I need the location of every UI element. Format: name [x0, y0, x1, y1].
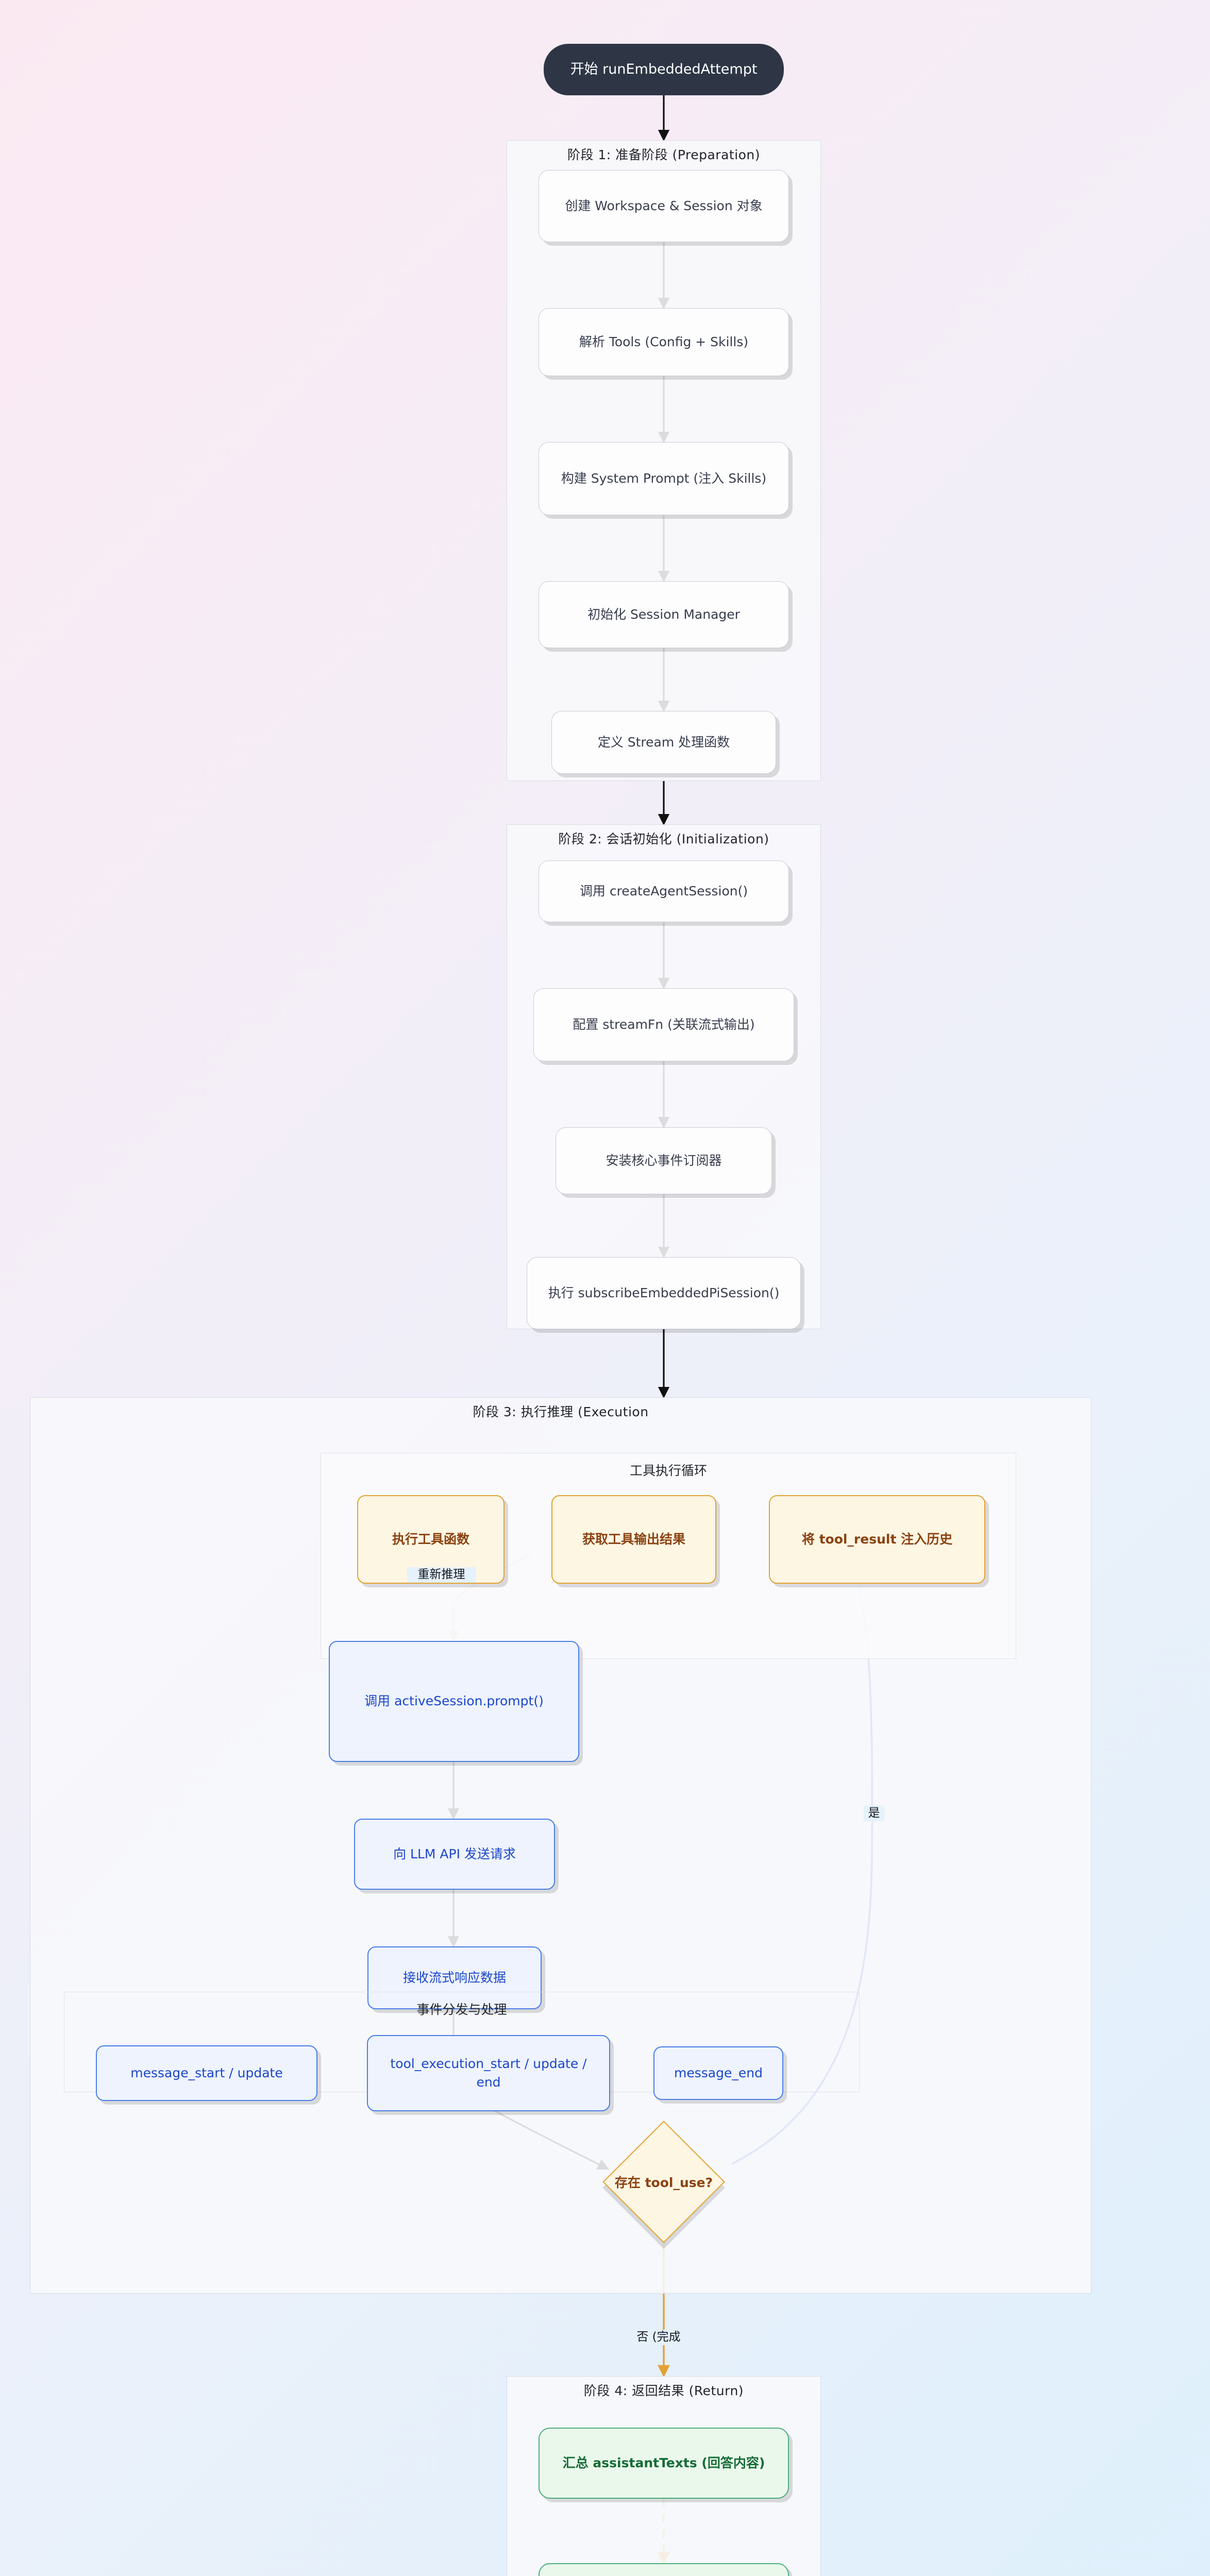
edge-label-no: 否 (完成: [632, 2330, 685, 2345]
node-label: 安装核心事件订阅器: [606, 1153, 722, 1168]
phase-4-node-2[interactable]: 整理 toolMetas (工具调用详情): [539, 2563, 789, 2576]
phase-3-node-llm-request[interactable]: 向 LLM API 发送请求: [354, 1819, 555, 1890]
tool-loop-node-3[interactable]: 将 tool_result 注入历史: [769, 1495, 985, 1584]
phase-1-node-3[interactable]: 构建 System Prompt (注入 Skills): [539, 442, 789, 515]
phase-1-title: 阶段 1: 准备阶段 (Preparation): [567, 147, 761, 162]
phase-3-node-prompt[interactable]: 调用 activeSession.prompt(): [329, 1641, 579, 1762]
node-label: 执行 subscribeEmbeddedPiSession(): [548, 1285, 780, 1300]
node-label: 调用 activeSession.prompt(): [364, 1693, 544, 1709]
phase-2-node-2[interactable]: 配置 streamFn (关联流式输出): [533, 988, 794, 1061]
node-label: 调用 createAgentSession(): [579, 883, 748, 899]
event-dispatch-title: 事件分发与处理: [416, 2002, 507, 2017]
phase-4-title: 阶段 4: 返回结果 (Return): [583, 2383, 744, 2398]
node-label: 创建 Workspace & Session 对象: [565, 198, 763, 213]
decision-tool-use-label: 存在 tool_use?: [614, 2175, 713, 2190]
phase-1-node-2[interactable]: 解析 Tools (Config + Skills): [539, 308, 789, 376]
event-node-tool-execution[interactable]: tool_execution_start / update / end: [367, 2035, 610, 2111]
node-label: 汇总 assistantTexts (回答内容): [562, 2455, 765, 2470]
start-node-label: 开始 runEmbeddedAttempt: [570, 61, 758, 78]
edge-label-yes: 是: [864, 1806, 884, 1821]
phase-4-node-1[interactable]: 汇总 assistantTexts (回答内容): [539, 2428, 789, 2499]
node-label: 执行工具函数: [392, 1531, 469, 1547]
tool-loop-title: 工具执行循环: [629, 1463, 707, 1478]
node-label: 解析 Tools (Config + Skills): [579, 334, 749, 349]
node-label: 配置 streamFn (关联流式输出): [573, 1016, 755, 1032]
node-label: 接收流式响应数据: [402, 1970, 506, 1985]
node-label: message_end: [674, 2065, 763, 2080]
phase-2-node-4[interactable]: 执行 subscribeEmbeddedPiSession(): [527, 1257, 801, 1329]
node-label: 向 LLM API 发送请求: [393, 1846, 516, 1861]
phase-2-node-1[interactable]: 调用 createAgentSession(): [539, 860, 789, 922]
node-label: 定义 Stream 处理函数: [597, 734, 730, 750]
tool-loop-node-2[interactable]: 获取工具输出结果: [551, 1495, 716, 1584]
phase-2-title: 阶段 2: 会话初始化 (Initialization): [558, 832, 769, 846]
node-label: 构建 System Prompt (注入 Skills): [561, 470, 767, 486]
phase-1-node-1[interactable]: 创建 Workspace & Session 对象: [539, 170, 789, 242]
start-node[interactable]: 开始 runEmbeddedAttempt: [544, 44, 784, 95]
node-label: 初始化 Session Manager: [587, 606, 740, 622]
phase-3-node-stream-receive[interactable]: 接收流式响应数据: [367, 1946, 542, 2009]
node-label: message_start / update: [130, 2065, 283, 2080]
edge-label-retry: 重新推理: [407, 1567, 476, 1583]
node-label: 将 tool_result 注入历史: [801, 1531, 953, 1547]
phase-1-node-4[interactable]: 初始化 Session Manager: [539, 581, 789, 648]
phase-2-node-3[interactable]: 安装核心事件订阅器: [556, 1127, 772, 1194]
node-label: 获取工具输出结果: [582, 1531, 685, 1547]
phase-1-node-5[interactable]: 定义 Stream 处理函数: [551, 711, 776, 774]
node-label: tool_execution_start / update / end: [390, 2056, 587, 2090]
phase-3-title: 阶段 3: 执行推理 (Execution: [473, 1405, 649, 1419]
event-node-message-start[interactable]: message_start / update: [96, 2045, 317, 2101]
event-node-message-end[interactable]: message_end: [653, 2046, 783, 2100]
